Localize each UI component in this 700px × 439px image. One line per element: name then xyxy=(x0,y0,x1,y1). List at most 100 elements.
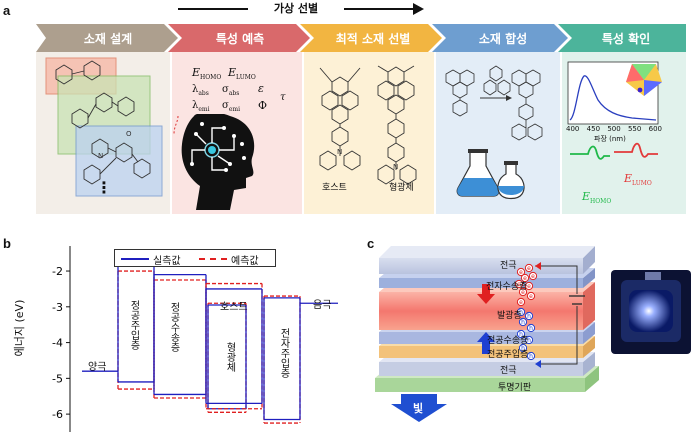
step-4-chevron xyxy=(432,24,568,52)
anode-layer xyxy=(379,362,583,376)
charge-letter: h xyxy=(521,345,525,352)
svg-text:N: N xyxy=(393,163,398,171)
phi-symbol: Φ xyxy=(258,99,268,112)
synthesis-graphic xyxy=(445,65,543,200)
step-chevrons xyxy=(36,24,686,52)
electron-marker xyxy=(514,279,524,289)
panel-c-letter: c xyxy=(367,236,375,251)
hole-arrow-icon xyxy=(477,332,495,354)
hole-marker xyxy=(518,343,528,353)
hil-layer-label: 전공주입층 xyxy=(487,350,529,360)
sigma-emi-symbol: σemi xyxy=(222,100,240,113)
charge-letter: h xyxy=(529,353,533,360)
y-tick-label: -4 xyxy=(52,337,63,350)
tick-550: 550 xyxy=(627,125,642,133)
cathode-layer-label: 전극 xyxy=(500,261,517,271)
hole-marker xyxy=(518,317,528,327)
charge-letter: e xyxy=(523,275,527,282)
cathode-label: 음극 xyxy=(313,300,332,311)
panel-a-letter: a xyxy=(3,3,11,18)
charge-letter: h xyxy=(519,331,523,338)
layer-label-eil: 전자주입층 xyxy=(278,328,289,378)
step-2-chevron xyxy=(168,24,310,52)
lambda-abs-symbol: λabs xyxy=(192,84,209,97)
legend: 실측값 예측값 xyxy=(114,249,276,267)
hil-layer xyxy=(379,346,583,358)
e-lumo-symbol: ELUMO xyxy=(228,66,256,82)
electron-marker xyxy=(516,267,526,277)
electron-marker xyxy=(520,273,530,283)
substrate-layer-label: 투명기판 xyxy=(498,383,532,393)
step-3-body xyxy=(304,52,434,214)
svg-text:N: N xyxy=(98,152,103,160)
svg-text:N: N xyxy=(337,148,342,156)
hole-marker xyxy=(526,351,536,361)
y-tick-label: -5 xyxy=(52,372,63,385)
step-1-chevron xyxy=(36,24,178,52)
y-axis-label: 에너지 (eV) xyxy=(13,299,26,357)
host-label: 호스트 xyxy=(322,183,347,193)
charge-letter: h xyxy=(527,337,531,344)
virtual-screening-label: 가상 선별 xyxy=(248,0,344,16)
confirm-e-lumo: ELUMO xyxy=(624,172,652,188)
wavelength-ticks: 400 450 500 550 600 xyxy=(566,125,662,133)
eml-layer-label: 발광층 xyxy=(497,311,522,321)
property-confirm-graphic xyxy=(567,61,662,160)
screening-molecules: N N xyxy=(319,65,417,185)
molecule-design-graphic: N O xyxy=(45,57,163,197)
tick-450: 450 xyxy=(586,125,601,133)
substrate-layer xyxy=(375,378,585,392)
etl-layer-label: 전자수송층 xyxy=(486,282,528,292)
anode-layer-label: 전극 xyxy=(500,366,517,376)
light-arrow-icon xyxy=(391,394,447,422)
light-label: 빛 xyxy=(413,402,424,415)
epsilon-symbol: ε xyxy=(258,82,264,95)
step-2-label: 특성 예측 xyxy=(215,31,265,46)
charge-letter: e xyxy=(519,269,523,276)
charge-letter: h xyxy=(521,319,525,326)
electron-inject-arrow-icon xyxy=(535,262,541,270)
step-4-label: 소재 합성 xyxy=(478,31,528,46)
electron-arrow-icon xyxy=(477,284,495,304)
charge-letter: e xyxy=(527,283,531,290)
legend-predicted-label: 예측값 xyxy=(231,256,259,267)
step-3-chevron xyxy=(300,24,442,52)
y-tick-label: -6 xyxy=(52,408,63,421)
hole-inject-arrow-icon xyxy=(535,360,541,368)
y-tick-label: -2 xyxy=(52,265,63,278)
hole-marker xyxy=(524,335,534,345)
legend-predicted-line xyxy=(199,258,227,260)
step-5-chevron xyxy=(558,24,686,52)
step-5-label: 특성 확인 xyxy=(601,31,651,46)
step-1-label: 소재 설계 xyxy=(83,31,133,46)
electron-marker xyxy=(524,263,534,273)
tick-600: 600 xyxy=(648,125,662,133)
energy-level-diagram: -2-3-4-5-6 xyxy=(52,246,338,432)
legend-measured-label: 실측값 xyxy=(153,256,181,267)
layer-label-hil: 정공주입층 xyxy=(128,300,139,350)
tau-symbol: τ xyxy=(280,92,286,103)
tick-400: 400 xyxy=(566,125,580,133)
electron-marker xyxy=(526,291,536,301)
panel-b-letter: b xyxy=(3,236,11,251)
anode-label: 양극 xyxy=(88,362,107,373)
lambda-emi-symbol: λemi xyxy=(192,100,210,113)
svg-text:O: O xyxy=(126,130,132,138)
electron-marker xyxy=(528,271,538,281)
charge-letter: e xyxy=(521,289,525,296)
charge-letter: h xyxy=(529,325,533,332)
charge-letter: e xyxy=(531,273,535,280)
confirm-e-homo: EHOMO xyxy=(582,190,612,206)
layer-label-host: 호스트 xyxy=(220,302,248,313)
charge-letter: e xyxy=(529,293,533,300)
more-candidates-dots: ⋮ xyxy=(96,178,112,197)
hole-marker xyxy=(516,307,526,317)
charge-letter: e xyxy=(519,299,523,306)
wavelength-xlabel: 파장 (nm) xyxy=(594,135,626,143)
layer-label-htl: 정공수송층 xyxy=(168,302,179,352)
electron-marker xyxy=(524,281,534,291)
arrow-head-icon xyxy=(413,3,424,15)
hole-marker xyxy=(524,311,534,321)
